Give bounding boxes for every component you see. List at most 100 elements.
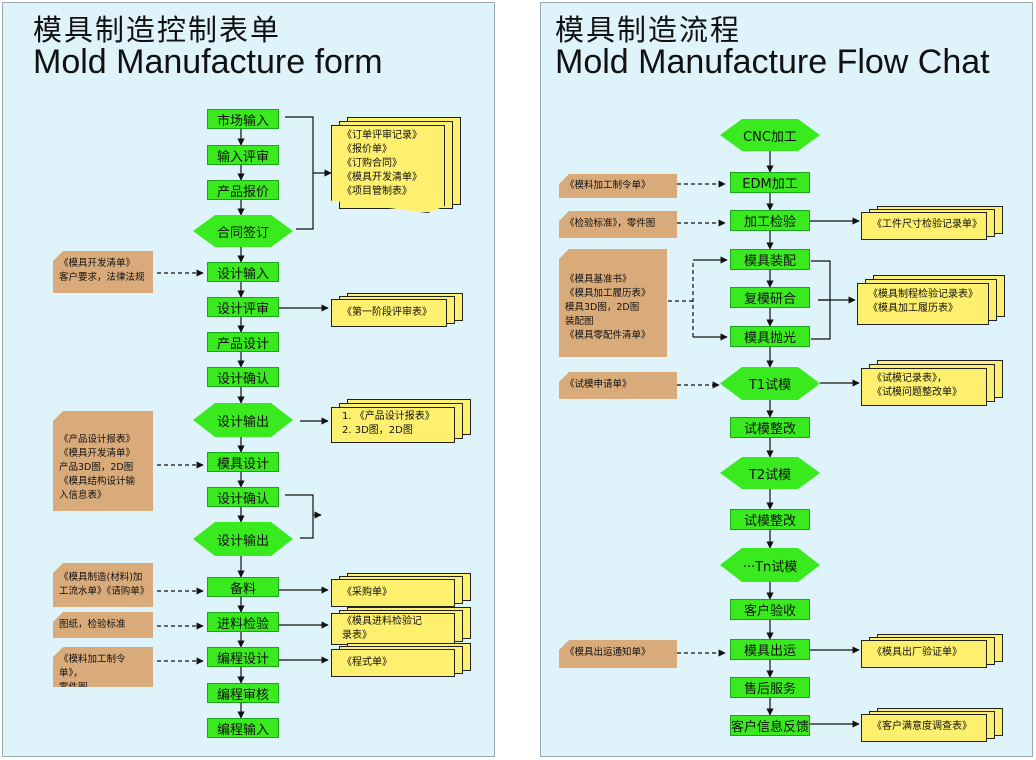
output-doc-line: 《试模记录表》， — [872, 373, 947, 384]
step-cnc: CNC加工 — [720, 119, 820, 151]
output-doc-line: 2. 3D图，2D图 — [342, 425, 413, 436]
input-doc-4: 图纸，检验标准 — [53, 612, 153, 638]
input-doc-line: 装配图 — [565, 316, 594, 327]
left-title-en: Mold Manufacture form — [33, 43, 383, 81]
output-doc-line: 《模具加工履历表》 — [868, 303, 958, 314]
step-mold-assembly: 模具装配 — [730, 249, 810, 270]
output-doc-line: 录表》 — [342, 630, 372, 641]
output-doc-line: 《试模问题整改单》 — [872, 387, 962, 398]
right-title-cn: 模具制造流程 — [555, 13, 742, 47]
step-mold-design: 模具设计 — [207, 452, 279, 472]
output-doc-r5: 《客户满意度调查表》 — [861, 708, 1003, 742]
output-doc-4: 《采购单》 — [331, 573, 471, 607]
step-customer-feedback: 客户信息反馈 — [730, 715, 810, 736]
input-doc-r4: 《试模申请单》 — [559, 372, 677, 399]
input-doc-r1: 《模料加工制令单》 — [559, 174, 677, 198]
step-polishing: 模具抛光 — [730, 326, 810, 347]
step-t2-trial-label: T2试模 — [748, 467, 792, 483]
output-doc-line: 《工件尺寸检验记录单》 — [872, 219, 982, 230]
input-doc-line: 《模料加工制令单》， — [59, 654, 126, 679]
input-doc-r2: 《检验标准》，零件图 — [559, 211, 677, 238]
step-machining-inspection: 加工检验 — [730, 210, 810, 231]
step-product-design: 产品设计 — [207, 332, 279, 352]
mold-flow-panel: 模具制造流程 Mold Manufacture Flow Chat — [540, 2, 1033, 757]
output-doc-line: 《订购合同》 — [342, 158, 402, 169]
output-doc-line: 《模具开发清单》 — [342, 172, 422, 183]
step-tn-trial: ···Tn试模 — [720, 548, 820, 582]
output-doc-line: 1. 《产品设计报表》 — [342, 411, 435, 422]
step-design-review: 设计评审 — [207, 297, 279, 317]
decision-contract-signing: 合同签订 — [193, 215, 293, 247]
output-doc-1: 《订单评审记录》 《报价单》 《订购合同》 《模具开发清单》 《项目管制表》 — [331, 117, 461, 213]
output-doc-r2: 《模具制程检验记录表》 《模具加工履历表》 — [857, 275, 1005, 325]
step-after-sales: 售后服务 — [730, 677, 810, 698]
input-doc-line: 客户要求，法律法规 — [59, 272, 145, 283]
output-doc-line: 《采购单》 — [342, 587, 392, 598]
step-design-confirm-2: 设计确认 — [207, 487, 279, 507]
step-program-input: 编程输入 — [207, 718, 279, 738]
step-program-design: 编程设计 — [207, 647, 279, 667]
input-doc-3: 《模具制造(材料)加 工流水单》《请购单》 — [53, 563, 153, 607]
decision-design-output: 设计输出 — [193, 403, 293, 437]
input-doc-line: 《模具加工履历表》 — [565, 288, 651, 299]
output-doc-2: 《第一阶段评审表》 — [331, 293, 463, 327]
input-doc-line: 模具3D图，2D图 — [565, 302, 640, 313]
output-doc-line: 《报价单》 — [342, 144, 392, 155]
input-doc-r3: 《模具基准书》 《模具加工履历表》 模具3D图，2D图 装配图 《模具零配件清单… — [559, 249, 667, 357]
input-doc-line: 入信息表》 — [59, 490, 107, 501]
step-trial-correction-2: 试模整改 — [730, 509, 810, 530]
output-doc-line: 《项目管制表》 — [342, 186, 412, 197]
step-input-review: 输入评审 — [207, 145, 279, 165]
output-doc-6: 《程式单》 — [331, 643, 471, 677]
output-doc-line: 《订单评审记录》 — [342, 130, 422, 141]
step-cnc-label: CNC加工 — [743, 129, 797, 145]
step-t1-trial-label: T1试模 — [748, 378, 792, 393]
input-doc-line: 《模具出运通知单》 — [565, 647, 651, 658]
input-doc-line: 《模具制造(材料)加 — [59, 572, 143, 583]
output-doc-r1: 《工件尺寸检验记录单》 — [861, 206, 1003, 240]
input-doc-line: 《检验标准》，零件图 — [565, 218, 656, 229]
output-doc-5: 《模具进料检验记 录表》 — [331, 607, 471, 645]
output-doc-r4: 《模具出厂验证单》 — [861, 634, 1003, 668]
output-doc-line: 《模具制程检验记录表》 — [868, 289, 978, 300]
input-doc-line: 零件图 — [59, 682, 88, 693]
decision-design-output-2-label: 设计输出 — [216, 533, 269, 549]
right-connectors — [668, 151, 860, 728]
input-doc-line: 《模具开发清单》 — [59, 258, 136, 269]
step-customer-acceptance: 客户验收 — [730, 599, 810, 620]
step-t1-trial: T1试模 — [720, 367, 820, 400]
step-t2-trial: T2试模 — [720, 457, 820, 489]
output-doc-3: 1. 《产品设计报表》 2. 3D图，2D图 — [331, 399, 471, 443]
output-doc-r3: 《试模记录表》， 《试模问题整改单》 — [861, 360, 1003, 406]
input-doc-line: 《模具零配件清单》 — [565, 330, 651, 341]
input-doc-2: 《产品设计报表》 《模具开发清单》 产品3D图，2D图 《模具结构设计输 入信息… — [53, 411, 153, 511]
input-doc-line: 《模具基准书》 — [565, 274, 632, 285]
input-doc-line: 《试模申请单》 — [565, 379, 632, 390]
step-mold-shipping: 模具出运 — [730, 639, 810, 660]
input-doc-r5: 《模具出运通知单》 — [559, 640, 677, 668]
output-doc-line: 《客户满意度调查表》 — [872, 721, 972, 732]
left-title-cn: 模具制造控制表单 — [33, 13, 282, 47]
step-fitting: 复模研合 — [730, 287, 810, 308]
input-doc-line: 产品3D图，2D图 — [59, 462, 134, 473]
output-doc-line: 《模具出厂验证单》 — [872, 647, 962, 658]
left-connectors — [157, 116, 332, 719]
input-doc-5: 《模料加工制令单》， 零件图 — [53, 647, 153, 687]
step-trial-correction: 试模整改 — [730, 417, 810, 438]
step-product-quote: 产品报价 — [207, 180, 279, 200]
output-doc-line: 《模具进料检验记 — [342, 616, 422, 627]
step-edm: EDM加工 — [730, 172, 810, 193]
step-program-review: 编程审核 — [207, 683, 279, 703]
decision-design-output-label: 设计输出 — [216, 414, 269, 430]
decision-contract-signing-label: 合同签订 — [216, 225, 269, 241]
input-doc-line: 《产品设计报表》 — [59, 434, 136, 445]
right-title-en: Mold Manufacture Flow Chat — [555, 43, 990, 81]
output-doc-line: 《第一阶段评审表》 — [342, 307, 432, 318]
step-design-input: 设计输入 — [207, 262, 279, 282]
decision-design-output-2: 设计输出 — [193, 522, 293, 556]
step-tn-trial-label: ···Tn试模 — [742, 559, 798, 575]
input-doc-line: 工流水单》《请购单》 — [59, 586, 150, 597]
input-doc-1: 《模具开发清单》 客户要求，法律法规 — [53, 251, 153, 293]
mold-form-panel: 模具制造控制表单 Mold Manufacture form — [2, 2, 495, 757]
input-doc-line: 《模具开发清单》 — [59, 448, 136, 459]
